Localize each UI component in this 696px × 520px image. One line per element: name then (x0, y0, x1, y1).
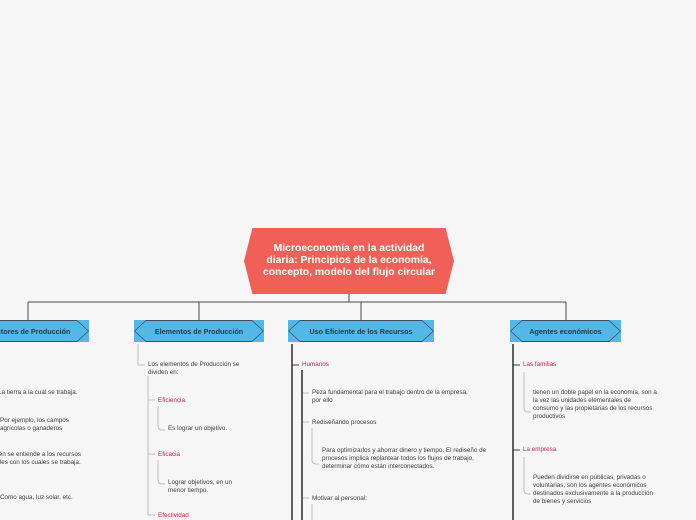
humanos-note-3: Para optimizarlos y ahorrar dinero y tie… (322, 447, 487, 470)
eficiencia-topic[interactable]: Eficiencia (158, 397, 185, 404)
empresa-detail: Pueden dividirse en públicas, privadas o… (533, 474, 654, 505)
factores-item-1: La tierra a la cual se trabaja. (0, 389, 78, 396)
familias-topic[interactable]: Las familias (523, 361, 557, 368)
branch-factores-de-produccion[interactable]: Factores de Producción (0, 320, 89, 342)
eficiencia-detail: Es lograr un objetivo. (168, 425, 228, 432)
branch-elementos-de-produccion[interactable]: Elementos de Producción (134, 320, 264, 342)
factores-item-2: Por ejemplo, los campos agrícolas o gana… (0, 417, 69, 432)
humanos-note-2: Rediseñando procesos (312, 419, 377, 426)
branch-label: Uso Eficiente de los Recursos (309, 326, 413, 336)
factores-item-4: Como agua, luz solar, etc. (0, 494, 73, 501)
humanos-note-4: Motivar al personal: (312, 495, 367, 502)
elementos-intro: Los elementos de Producción se dividen e… (148, 361, 240, 376)
efectividad-topic[interactable]: Efectividad (158, 512, 189, 519)
familias-detail: tienen un doble papel en la economía, so… (533, 389, 657, 420)
central-topic-title: Microeconomía en la actividad diaria: Pr… (262, 243, 436, 278)
eficacia-topic[interactable]: Eficacia (158, 451, 181, 458)
branch-label: Elementos de Producción (154, 326, 244, 336)
eficacia-detail: Lograr objetivos, en un menor tiempo. (168, 479, 233, 494)
humanos-note-1: Peza fundamental para el trabajo dentro … (312, 389, 468, 404)
branch-agentes-economicos[interactable]: Agentes económicos (510, 320, 621, 342)
branch-uso-eficiente-recursos[interactable]: Uso Eficiente de los Recursos (288, 320, 434, 342)
empresa-topic[interactable]: La empresa (523, 446, 557, 453)
branch-label: Factores de Producción (0, 326, 71, 336)
humanos-topic[interactable]: Humanos (302, 361, 329, 368)
factores-item-3: También se entiende a los recursos natur… (0, 451, 82, 466)
branch-label: Agentes económicos (529, 326, 602, 336)
central-topic[interactable]: Microeconomía en la actividad diaria: Pr… (244, 228, 454, 294)
